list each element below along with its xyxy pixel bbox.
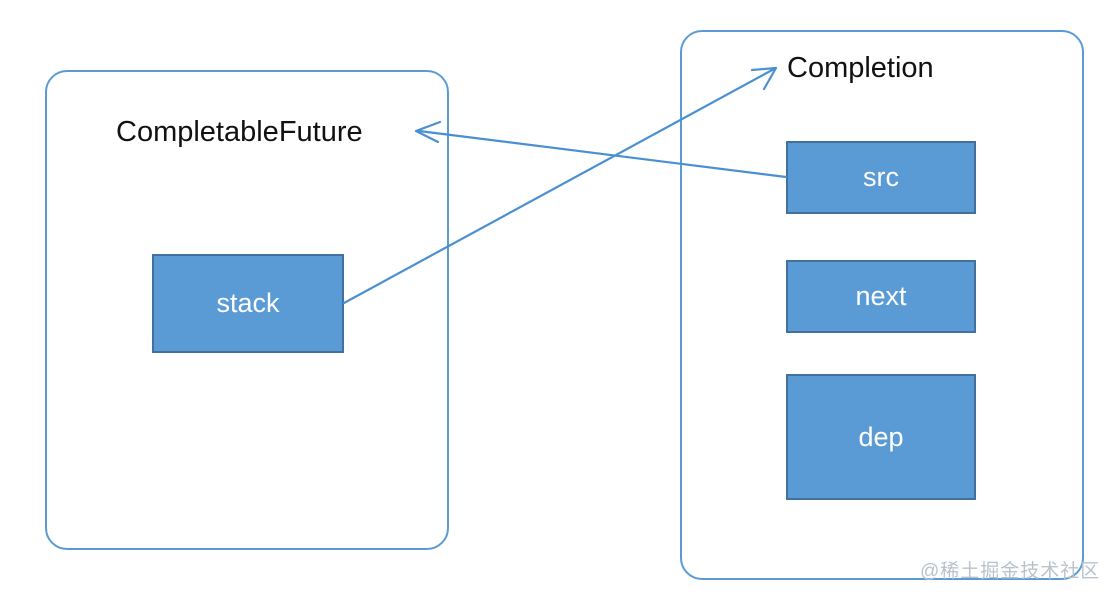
panel-completion: [680, 30, 1084, 580]
panel-title-completion: Completion: [787, 52, 934, 84]
field-box-stack[interactable]: stack: [152, 254, 344, 353]
field-box-dep[interactable]: dep: [786, 374, 976, 500]
field-box-next-label: next: [855, 281, 907, 311]
panel-title-completablefuture: CompletableFuture: [116, 116, 363, 148]
field-box-stack-label: stack: [216, 288, 280, 318]
field-box-next[interactable]: next: [786, 260, 976, 333]
field-box-dep-label: dep: [858, 421, 904, 452]
field-box-src[interactable]: src: [786, 141, 976, 214]
field-box-src-label: src: [863, 162, 899, 192]
panel-completablefuture: [45, 70, 449, 550]
watermark: @稀土掘金技术社区: [920, 561, 1101, 582]
